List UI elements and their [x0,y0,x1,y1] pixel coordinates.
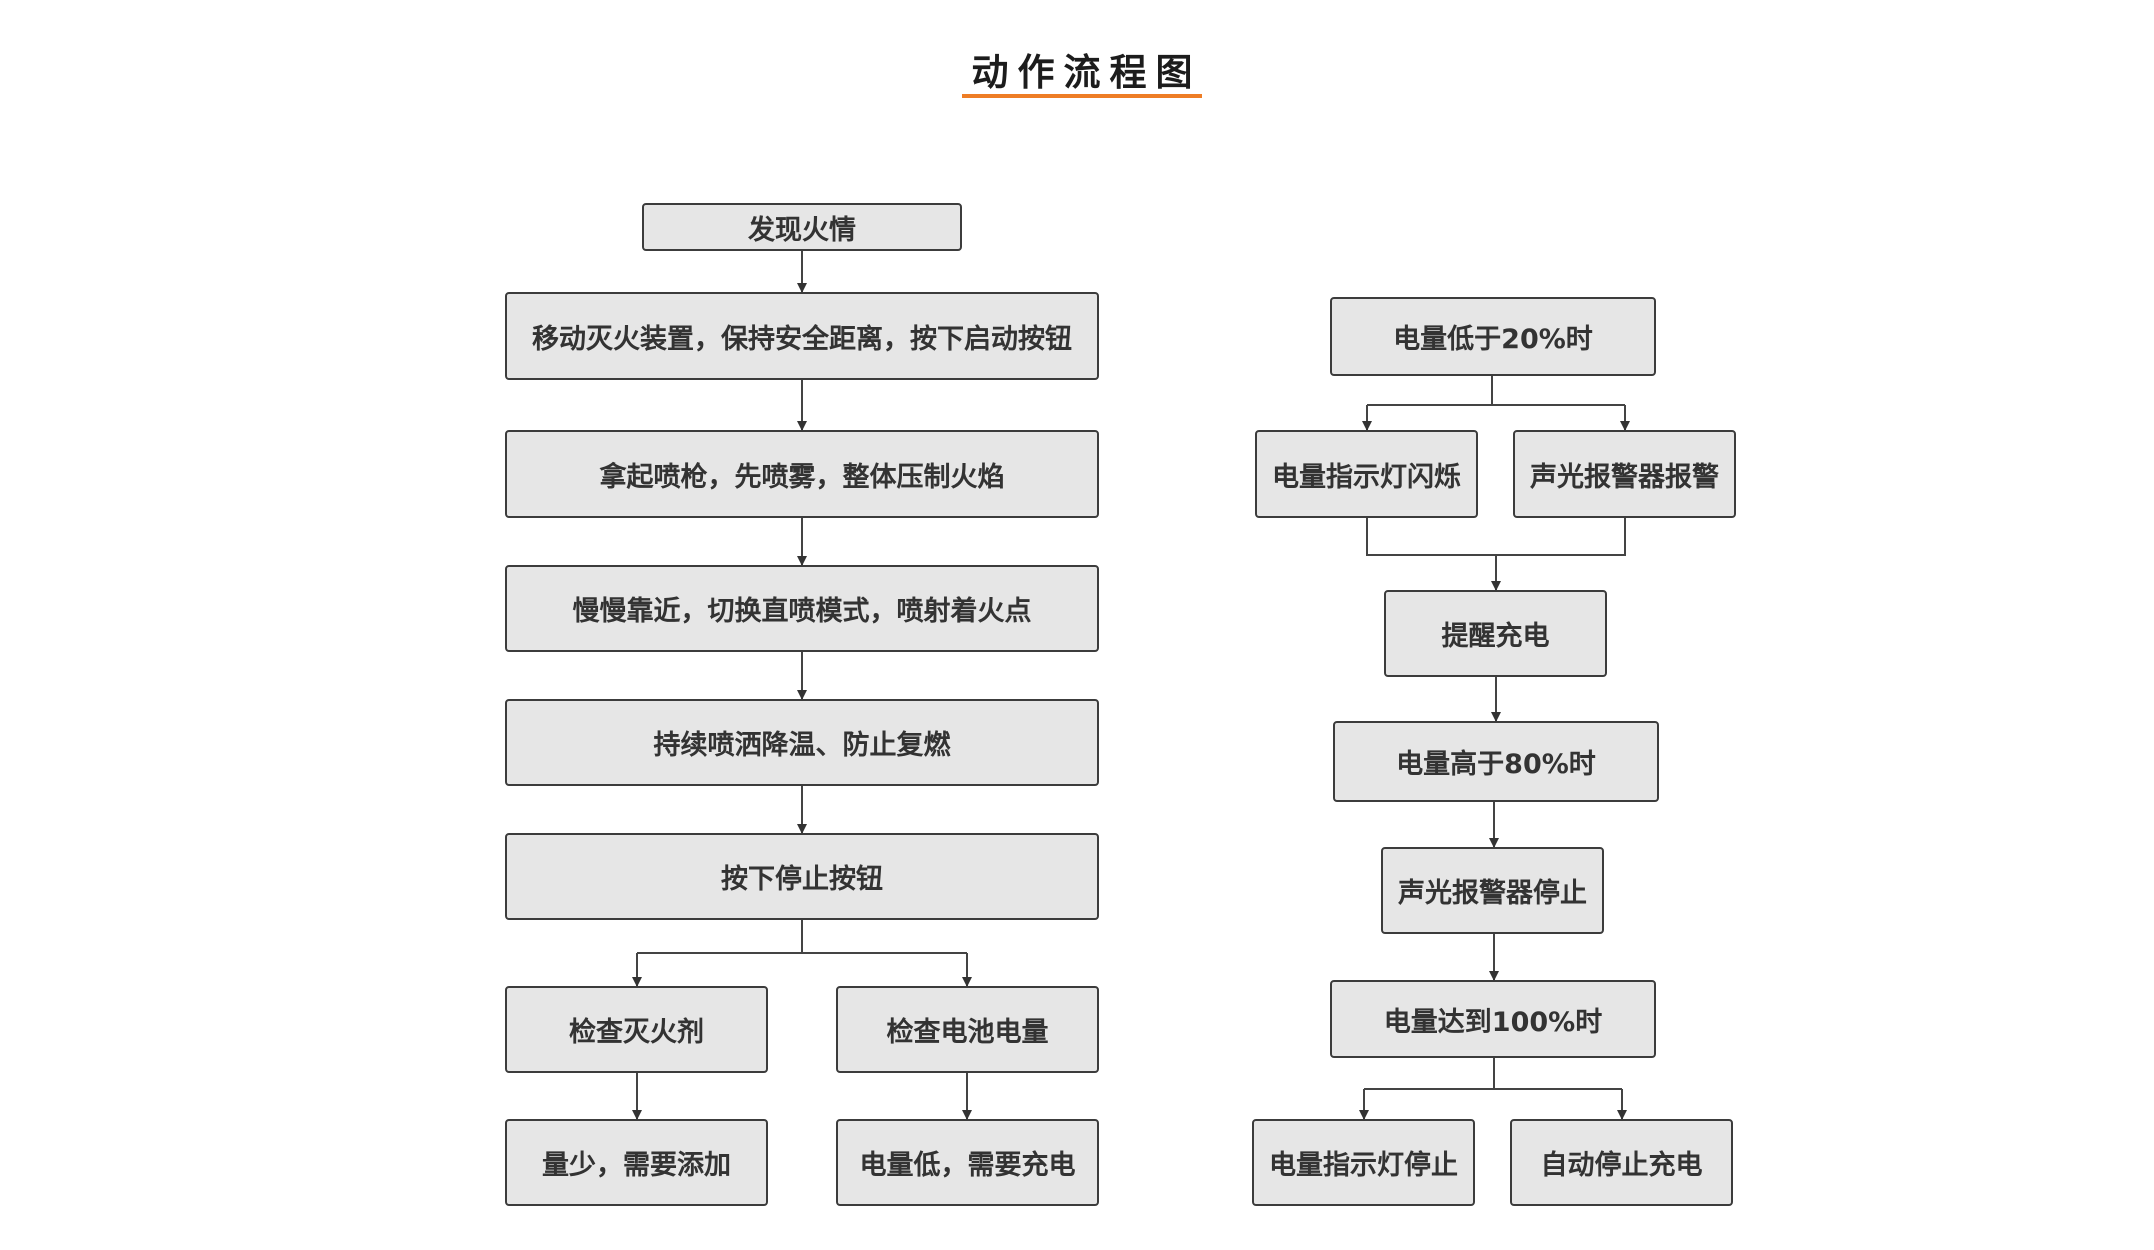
branch-battery-full [1364,1058,1495,1090]
node-step1: 移动灭火装置，保持安全距离，按下启动按钮 [505,292,1099,380]
node-battery-80: 电量高于80%时 [1333,721,1659,802]
node-indicator-stop: 电量指示灯停止 [1252,1119,1475,1206]
node-start: 发现火情 [642,203,962,251]
node-battery-result: 电量低，需要充电 [836,1119,1099,1206]
node-agent-result: 量少，需要添加 [505,1119,768,1206]
node-check-agent: 检查灭火剂 [505,986,768,1073]
node-auto-stop: 自动停止充电 [1510,1119,1733,1206]
node-step4: 持续喷洒降温、防止复燃 [505,699,1099,786]
node-alarm-stop: 声光报警器停止 [1381,847,1604,934]
node-check-battery: 检查电池电量 [836,986,1099,1073]
title-underline [962,94,1202,98]
node-alarm: 声光报警器报警 [1513,430,1736,518]
node-step5: 按下停止按钮 [505,833,1099,920]
node-battery-full: 电量达到100%时 [1330,980,1656,1058]
merge-to-remind [1366,518,1626,556]
branch-battery-low [1367,376,1493,406]
node-step2: 拿起喷枪，先喷雾，整体压制火焰 [505,430,1099,518]
node-indicator-flash: 电量指示灯闪烁 [1255,430,1478,518]
node-remind-charge: 提醒充电 [1384,590,1607,677]
node-step3: 慢慢靠近，切换直喷模式，喷射着火点 [505,565,1099,652]
page-title: 动作流程图 [971,51,1202,94]
node-battery-low: 电量低于20%时 [1330,297,1656,376]
branch-step5 [637,920,803,954]
